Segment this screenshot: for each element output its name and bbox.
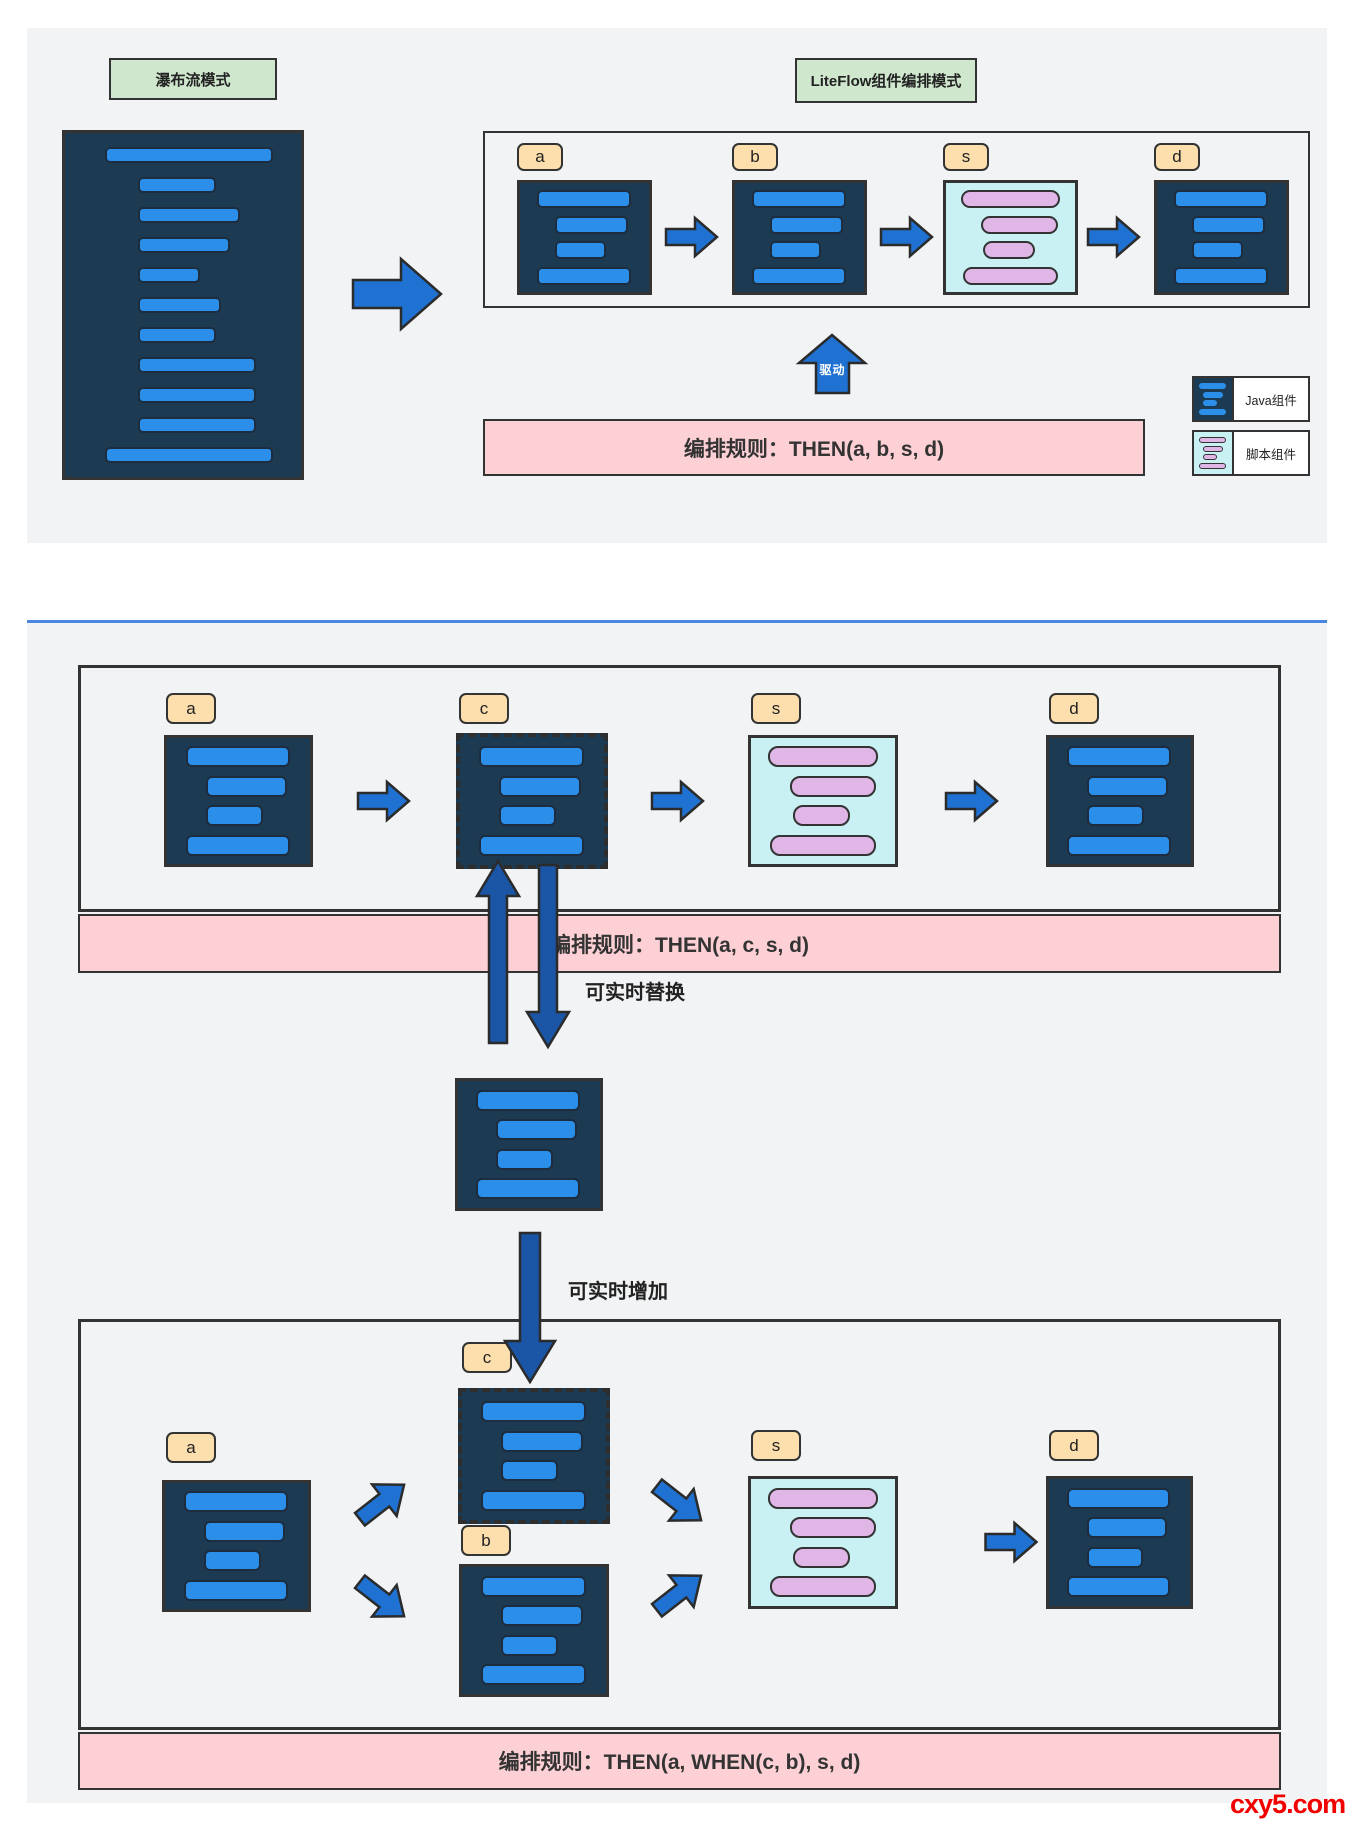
flow3-badge-d-text: d	[1069, 1435, 1079, 1455]
section-divider-line	[27, 620, 1327, 623]
waterfall-mode-label: 瀑布流模式	[109, 58, 277, 100]
flow3-component-b	[459, 1564, 609, 1697]
flow2-badge-a: a	[166, 693, 216, 724]
flow1-badge-b-text: b	[750, 147, 760, 166]
flow1-badge-s-text: s	[961, 147, 971, 166]
flow1-badge-b: b	[732, 143, 778, 171]
java-component-icon	[1194, 378, 1234, 420]
flow-arrow-right-icon	[944, 779, 999, 823]
legend-java-label: Java组件	[1245, 393, 1297, 408]
waterfall-mode-text: 瀑布流模式	[155, 71, 231, 89]
flow3-component-a	[162, 1480, 311, 1612]
flow1-component-b	[732, 180, 867, 295]
drive-arrow-icon	[795, 333, 869, 395]
flow1-container	[483, 131, 1310, 308]
flow2-badge-s-text: s	[771, 698, 781, 718]
flow3-badge-s-text: s	[771, 1435, 781, 1455]
flow1-badge-s: s	[943, 143, 989, 171]
add-down-arrow-icon	[502, 1231, 558, 1385]
add-note: 可实时增加	[568, 1275, 668, 1304]
merge-arrow-b-to-s-icon	[650, 1574, 703, 1619]
flow3-container	[78, 1319, 1281, 1730]
rule-bar-1-text: 编排规则：THEN(a, b, s, d)	[683, 437, 945, 461]
liteflow-mode-label: LiteFlow组件编排模式	[795, 58, 977, 103]
flow2-badge-a-text: a	[186, 698, 196, 718]
flow2-container	[78, 665, 1281, 912]
flow3-component-s	[748, 1476, 898, 1609]
flow3-badge-c-text: c	[482, 1347, 492, 1367]
flow-arrow-right-icon	[664, 215, 719, 259]
legend-java-row: Java组件	[1192, 376, 1310, 422]
flow2-badge-s: s	[751, 693, 801, 724]
flow2-component-s	[748, 735, 898, 867]
flow3-badge-a-text: a	[186, 1437, 196, 1457]
flow2-component-d	[1046, 735, 1194, 867]
flow2-badge-d: d	[1049, 693, 1099, 724]
replace-note-text: 可实时替换	[585, 982, 685, 1004]
branch-arrow-a-to-c-icon	[353, 1483, 406, 1528]
add-note-text: 可实时增加	[568, 1281, 668, 1303]
flow3-component-d	[1046, 1476, 1193, 1609]
flow1-badge-d: d	[1154, 143, 1200, 171]
replace-note: 可实时替换	[585, 976, 685, 1005]
flow2-component-a	[164, 735, 313, 867]
script-component-icon	[1194, 432, 1234, 474]
rule-bar-2-text: 编排规则：THEN(a, c, s, d)	[549, 933, 810, 957]
legend-script-row: 脚本组件	[1192, 430, 1310, 476]
drive-arrow: 驱动	[795, 332, 869, 395]
flow-arrow-right-icon	[1086, 215, 1141, 259]
flow3-badge-s: s	[751, 1430, 801, 1461]
flow3-badge-c: c	[462, 1342, 512, 1373]
flow-arrow-right-icon	[356, 779, 411, 823]
flow3-badge-d: d	[1049, 1430, 1099, 1461]
flow1-badge-a: a	[517, 143, 563, 171]
flow2-badge-c: c	[459, 693, 509, 724]
watermark: cxy5.com	[1230, 1789, 1346, 1820]
drive-arrow-text: 驱动	[819, 363, 846, 377]
flow1-badge-a-text: a	[535, 147, 545, 166]
rule-bar-3-text: 编排规则：THEN(a, WHEN(c, b), s, d)	[498, 1751, 861, 1774]
flow2-badge-d-text: d	[1069, 698, 1079, 718]
legend-script-label: 脚本组件	[1245, 447, 1296, 462]
flow3-badge-b: b	[461, 1525, 511, 1556]
flow2-badge-c-text: c	[479, 698, 489, 718]
branch-arrow-a-to-b-icon	[353, 1573, 406, 1618]
watermark-text: cxy5.com	[1230, 1789, 1346, 1819]
flow3-component-c-added	[458, 1388, 610, 1524]
waterfall-code-block	[62, 130, 304, 480]
rule-bar-3: 编排规则：THEN(a, WHEN(c, b), s, d)	[78, 1732, 1281, 1790]
rule-bar-1: 编排规则：THEN(a, b, s, d)	[483, 419, 1145, 476]
flow1-component-d	[1154, 180, 1289, 295]
merge-arrow-c-to-s-icon	[650, 1477, 703, 1522]
flow-arrow-right-icon	[879, 215, 934, 259]
flow-arrow-right-icon	[650, 779, 705, 823]
flow2-component-c-replaceable	[456, 733, 608, 869]
replace-up-arrow-icon	[474, 858, 522, 1045]
flow3-badge-a: a	[166, 1432, 216, 1463]
rule-bar-2: 编排规则：THEN(a, c, s, d)	[78, 914, 1281, 973]
flow1-component-s	[943, 180, 1078, 295]
liteflow-mode-text: LiteFlow组件编排模式	[810, 73, 962, 90]
flow1-badge-d-text: d	[1172, 147, 1182, 166]
standalone-component	[455, 1078, 603, 1211]
flow-arrow-s-to-d-icon	[984, 1520, 1039, 1564]
flow1-component-a	[517, 180, 652, 295]
flow3-badge-b-text: b	[481, 1530, 491, 1550]
transform-arrow-icon	[351, 256, 443, 332]
replace-down-arrow-icon	[524, 863, 572, 1050]
